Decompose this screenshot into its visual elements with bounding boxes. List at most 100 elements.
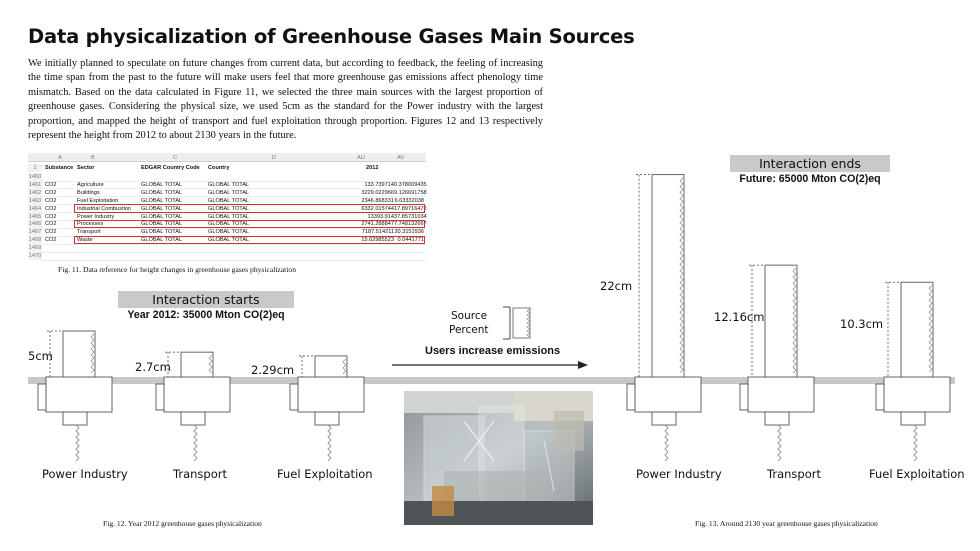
- label-power-industry-2130: Power Industry: [636, 467, 722, 481]
- table-cell: CO2: [45, 213, 57, 220]
- row-number: 1464: [28, 204, 42, 213]
- interaction-ends-banner: Interaction ends: [730, 155, 890, 172]
- caption-fig11: Fig. 11. Data reference for height chang…: [58, 265, 296, 274]
- screw-left-2: [327, 424, 332, 462]
- table-cell-value: 3229.022966: [361, 189, 394, 196]
- height-tube-right-2: [900, 281, 934, 378]
- height-tube-right-0: [651, 174, 685, 378]
- grid-line: [42, 188, 426, 190]
- tube-thread-right-1: [792, 267, 797, 374]
- table-cell: GLOBAL TOTAL: [141, 229, 183, 236]
- screw-left-1: [193, 424, 198, 462]
- table-cell: GLOBAL TOTAL: [208, 205, 250, 212]
- tube-thread-right-2: [928, 284, 933, 373]
- housing-block-right-1: [747, 376, 815, 413]
- housing-notch-right-0: [626, 383, 636, 411]
- col-letter: D: [272, 155, 277, 161]
- height-label-power-2130: 22cm: [600, 279, 633, 293]
- housing-block-left-0: [45, 376, 113, 413]
- row-number: 1467: [28, 228, 42, 237]
- height-tube-left-1: [180, 351, 214, 378]
- table-cell: CO2: [45, 181, 57, 188]
- table-cell-value: 2346.868331: [361, 197, 394, 204]
- table-cell-value: 2741.288847: [361, 221, 394, 228]
- table-cell: Buildings: [77, 189, 100, 196]
- table-cell: CO2: [45, 205, 57, 212]
- screw-left-0: [75, 424, 80, 462]
- highlighted-row-outline: [74, 235, 425, 245]
- table-cell: GLOBAL TOTAL: [141, 189, 183, 196]
- table-cell-percent: 6.63332038: [394, 197, 424, 204]
- housing-foot-right-2: [900, 411, 926, 426]
- table-cell-percent: 20.3151936: [394, 229, 424, 236]
- row-number: 1470: [28, 252, 42, 260]
- table-cell: CO2: [45, 197, 57, 204]
- table-cell: CO2: [45, 229, 57, 236]
- year-2012-subtitle: Year 2012: 35000 Mton CO(2)eq: [127, 309, 285, 321]
- legend-source-label: Source: [451, 310, 488, 322]
- column-letter-header: A B C D AU AV: [28, 153, 426, 162]
- height-label-fuel-2130: 10.3cm: [840, 317, 884, 331]
- table-cell: Transport: [77, 229, 101, 236]
- table-cell: CO2: [45, 237, 57, 244]
- housing-foot-right-1: [764, 411, 790, 426]
- table-cell: GLOBAL TOTAL: [141, 181, 183, 188]
- table-cell-percent: 7.748132667: [394, 221, 427, 228]
- table-cell: GLOBAL TOTAL: [141, 197, 183, 204]
- acrylic-model-photo-icon: [404, 391, 593, 525]
- table-cell: GLOBAL TOTAL: [208, 197, 250, 204]
- height-tube-left-2: [314, 355, 348, 378]
- table-cell: Waste: [77, 237, 93, 244]
- housing-block-right-2: [883, 376, 951, 413]
- row-number: 1463: [28, 196, 42, 205]
- arrow-label: Users increase emissions: [425, 345, 561, 357]
- interaction-starts-banner: Interaction starts: [118, 291, 294, 308]
- screw-right-2: [913, 424, 918, 462]
- table-cell-value: 7187.514211: [361, 229, 394, 236]
- row-number: 1466: [28, 220, 42, 229]
- housing-foot-right-0: [651, 411, 677, 426]
- base-line: [28, 377, 955, 384]
- col-letter: A: [58, 155, 62, 161]
- table-cell: GLOBAL TOTAL: [208, 181, 250, 188]
- label-transport-2012: Transport: [173, 467, 227, 481]
- table-cell-percent: 9.126691758: [394, 189, 427, 196]
- housing-foot-left-2: [314, 411, 340, 426]
- tube-thread-left-0: [90, 333, 95, 374]
- table-cell-percent: 17.89716472: [394, 205, 427, 212]
- col-letter: AV: [397, 155, 405, 161]
- table-cell: GLOBAL TOTAL: [141, 205, 183, 212]
- label-fuel-exploitation-2130: Fuel Exploitation: [869, 467, 965, 481]
- table-cell: GLOBAL TOTAL: [208, 213, 250, 220]
- row-number: 1461: [28, 180, 42, 189]
- table-cell: GLOBAL TOTAL: [141, 213, 183, 220]
- housing-block-right-0: [634, 376, 702, 413]
- label-power-industry-2012: Power Industry: [42, 467, 128, 481]
- table-cell: GLOBAL TOTAL: [208, 237, 250, 244]
- table-cell: GLOBAL TOTAL: [141, 221, 183, 228]
- row-number: 1460: [28, 173, 42, 181]
- table-cell: Agriculture: [77, 181, 104, 188]
- grid-line: [42, 251, 426, 253]
- grid-line: [42, 196, 426, 198]
- header-year: 2012: [366, 165, 379, 171]
- table-cell-value: 6332.015744: [361, 205, 394, 212]
- header-sector: Sector: [77, 165, 95, 171]
- col-letter: AU: [357, 155, 365, 161]
- legend-percent-label: Percent: [449, 324, 489, 336]
- housing-notch-left-2: [289, 383, 299, 411]
- table-cell: GLOBAL TOTAL: [208, 221, 250, 228]
- tube-thread-right-0: [679, 177, 684, 373]
- row-number: 1465: [28, 212, 42, 221]
- table-cell: GLOBAL TOTAL: [208, 229, 250, 236]
- row-number: 1462: [28, 188, 42, 197]
- height-label-transport-2012: 2.7cm: [135, 360, 171, 374]
- header-substance: Substance: [45, 165, 74, 171]
- row-number: 1468: [28, 236, 42, 245]
- table-cell: CO2: [45, 221, 57, 228]
- prototype-photo: [404, 391, 593, 525]
- screw-right-0: [664, 424, 669, 462]
- table-cell: GLOBAL TOTAL: [208, 189, 250, 196]
- table-cell-value: 13393.914: [367, 213, 394, 220]
- housing-notch-left-1: [155, 383, 165, 411]
